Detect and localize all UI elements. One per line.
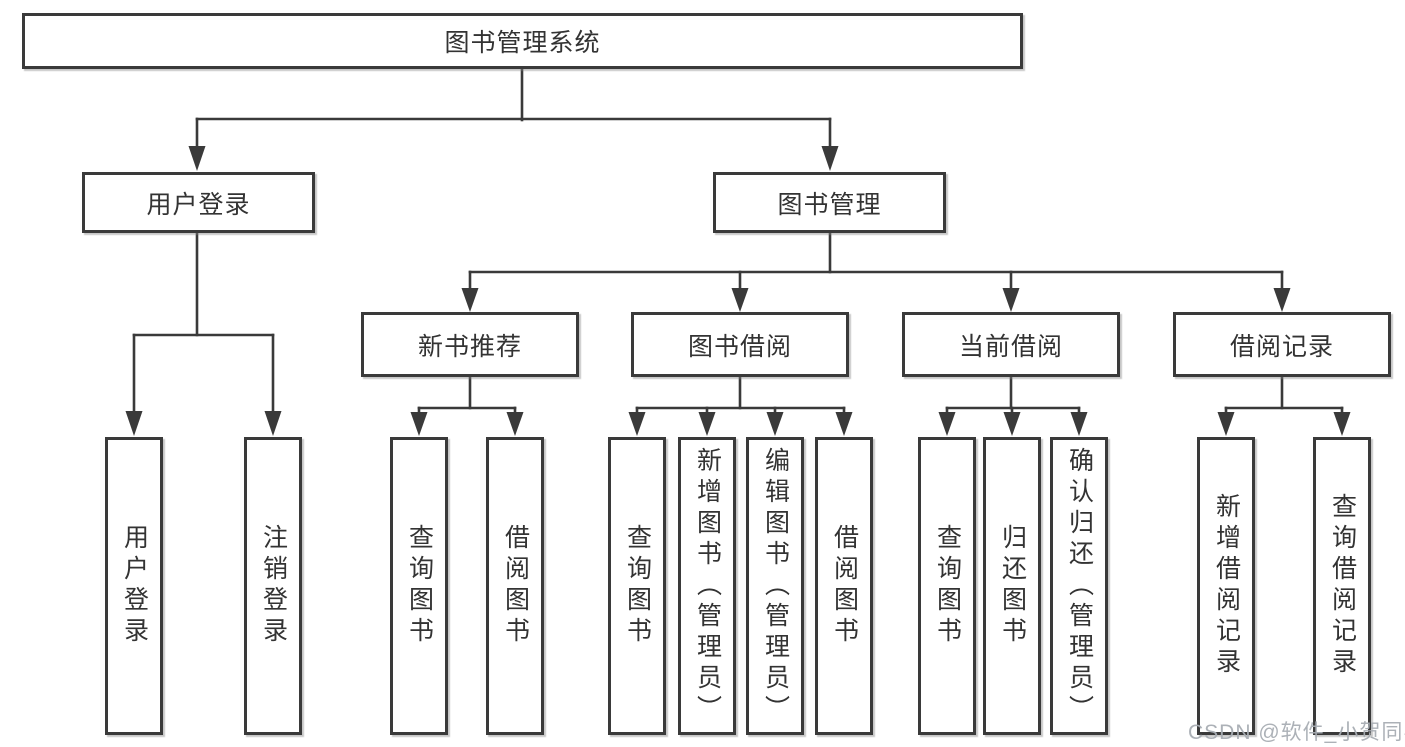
- node-borrowing-records-label: 借阅记录: [1229, 332, 1334, 361]
- node-book-management-label: 图书管理: [777, 190, 882, 219]
- leaf-borrow-books-label: 借阅图书: [830, 524, 859, 648]
- leaf-query-books: 查询图书: [918, 437, 976, 735]
- leaf-confirm-return-admin-label: 确认归还（管理员）: [1065, 446, 1094, 726]
- node-root-label: 图书管理系统: [444, 29, 601, 57]
- leaf-add-borrow-record: 新增借阅记录: [1197, 437, 1255, 735]
- leaf-query-borrow-record: 查询借阅记录: [1313, 437, 1371, 735]
- node-book-borrowing: 图书借阅: [631, 312, 849, 377]
- leaf-edit-books-admin: 编辑图书（管理员）: [746, 437, 804, 735]
- node-root: 图书管理系统: [22, 13, 1023, 69]
- leaf-borrow-books: 借阅图书: [486, 437, 544, 735]
- leaf-borrow-books-label: 借阅图书: [501, 524, 530, 648]
- leaf-query-books: 查询图书: [390, 437, 448, 735]
- node-current-borrowing: 当前借阅: [902, 312, 1120, 377]
- node-borrowing-records: 借阅记录: [1173, 312, 1391, 377]
- leaf-logout: 注销登录: [244, 437, 302, 735]
- node-book-borrowing-label: 图书借阅: [687, 332, 792, 361]
- leaf-user-login-label: 用户登录: [120, 524, 149, 648]
- leaf-add-borrow-record-label: 新增借阅记录: [1212, 493, 1241, 679]
- leaf-borrow-books: 借阅图书: [815, 437, 873, 735]
- node-user-login: 用户登录: [82, 172, 315, 233]
- leaf-logout-label: 注销登录: [259, 524, 288, 648]
- leaf-return-books-label: 归还图书: [998, 524, 1027, 648]
- leaf-confirm-return-admin: 确认归还（管理员）: [1050, 437, 1108, 735]
- watermark: CSDN @软件_小贺同学: [1188, 721, 1405, 744]
- node-user-login-label: 用户登录: [146, 190, 251, 219]
- leaf-query-books-label: 查询图书: [405, 524, 434, 648]
- leaf-query-books: 查询图书: [608, 437, 666, 735]
- node-book-management: 图书管理: [713, 172, 946, 233]
- node-current-borrowing-label: 当前借阅: [958, 332, 1063, 361]
- leaf-user-login: 用户登录: [105, 437, 163, 735]
- node-new-book-recommendation-label: 新书推荐: [417, 332, 522, 361]
- node-new-book-recommendation: 新书推荐: [361, 312, 579, 377]
- leaf-add-books-admin: 新增图书（管理员）: [678, 437, 736, 735]
- leaf-query-borrow-record-label: 查询借阅记录: [1328, 493, 1357, 679]
- leaf-query-books-label: 查询图书: [933, 524, 962, 648]
- leaf-return-books: 归还图书: [983, 437, 1041, 735]
- leaf-add-books-admin-label: 新增图书（管理员）: [693, 446, 722, 726]
- leaf-query-books-label: 查询图书: [623, 524, 652, 648]
- leaf-edit-books-admin-label: 编辑图书（管理员）: [761, 446, 790, 726]
